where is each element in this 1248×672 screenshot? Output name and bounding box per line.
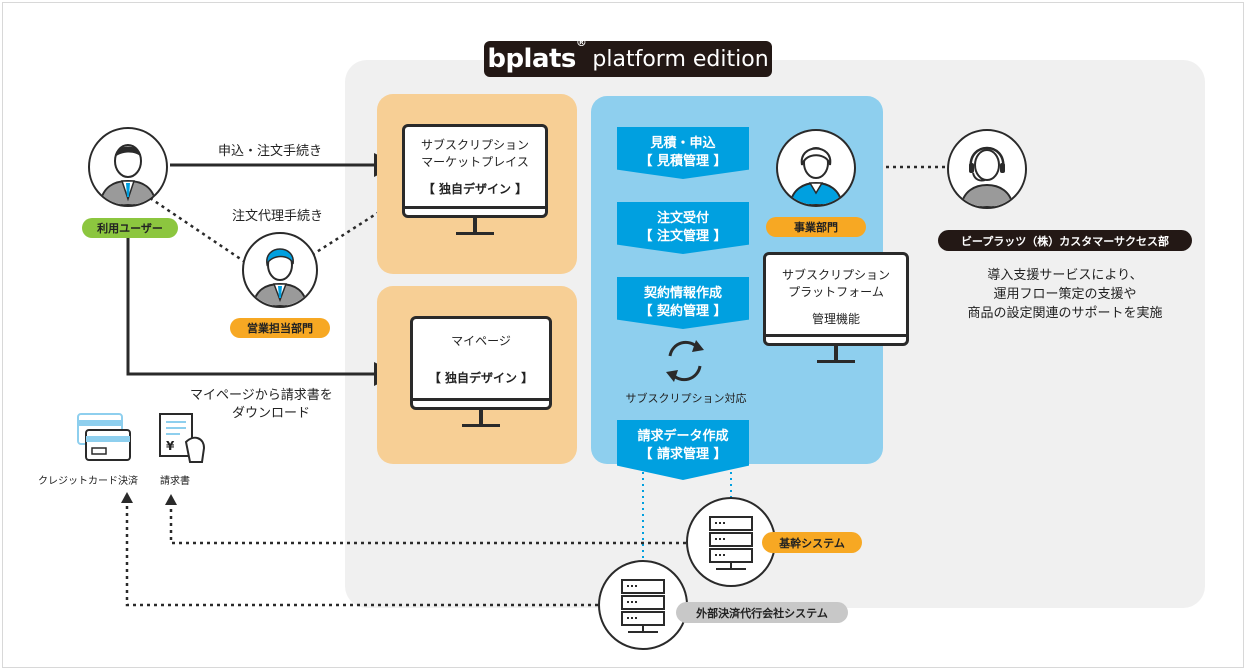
marketplace-title-line2: マーケットプレイス [421, 155, 529, 169]
external-to-card-dotted [125, 500, 598, 607]
server-icon [621, 579, 665, 633]
monitor-stand [479, 410, 483, 424]
contract-step-module: 【 契約管理 】 [639, 304, 727, 319]
billing-step-title: 請求データ作成 [637, 429, 729, 444]
marketplace-title-line1: サブスクリプション [420, 138, 529, 152]
mypage-arrow [126, 238, 398, 386]
order-step-module: 【 注文管理 】 [639, 229, 727, 244]
platform-monitor[interactable]: サブスクリプション プラットフォーム 管理機能 [763, 252, 909, 346]
platform-title-line2: プラットフォーム [788, 285, 884, 299]
invoice-label: 請求書 [160, 476, 190, 487]
businessman-icon [98, 144, 158, 205]
credit-card-icon [77, 413, 131, 461]
credit-card-label: クレジットカード決済 [38, 476, 138, 487]
marketplace-design-note: 【 独自デザイン 】 [422, 182, 528, 196]
cycle-label: サブスクリプション対応 [625, 392, 747, 405]
cs-description-line: 運用フロー策定の支援や [993, 287, 1137, 302]
salesperson-icon [251, 248, 309, 306]
contract-step[interactable]: 契約情報作成 【 契約管理 】 [617, 277, 749, 329]
platform-title-line1: サブスクリプション [781, 268, 890, 282]
businesswoman-icon [788, 147, 844, 205]
mypage-flow-label-line1: マイページから請求書を [190, 388, 333, 403]
core-system-circle [686, 497, 776, 587]
cs-label: ビープラッツ（株）カスタマーサクセス部 [938, 230, 1192, 251]
monitor-base [456, 232, 494, 235]
order-step-title: 注文受付 [656, 211, 709, 226]
logo-edition: platform edition [592, 46, 769, 72]
cs-description: 導入支援サービスにより、 運用フロー策定の支援や 商品の設定関連のサポートを実施 [938, 266, 1192, 323]
invoice-document-icon [159, 413, 206, 463]
platform-admin-note: 管理機能 [811, 312, 860, 326]
invoice-icon: ¥ [158, 412, 212, 468]
monitor-base [462, 424, 500, 427]
mypage-monitor[interactable]: マイページ 【 独自デザイン 】 [410, 316, 552, 410]
user-avatar [88, 127, 168, 207]
sales-label: 営業担当部門 [230, 318, 330, 338]
sales-avatar [242, 232, 318, 308]
monitor-bezel [413, 398, 549, 401]
core-system-label: 基幹システム [762, 532, 862, 553]
cycle-icon [666, 340, 704, 382]
support-operator-icon [959, 146, 1015, 207]
order-step[interactable]: 注文受付 【 注文管理 】 [617, 202, 749, 254]
monitor-base [817, 360, 855, 363]
invoice-arrowhead [165, 494, 177, 505]
external-system-label: 外部決済代行会社システム [676, 602, 848, 623]
monitor-stand [834, 346, 838, 360]
business-label: 事業部門 [766, 217, 866, 237]
monitor-bezel [766, 334, 906, 337]
mypage-flow-label-line2: ダウンロード [232, 406, 311, 421]
user-to-sales-dotted [149, 196, 246, 264]
core-to-invoice-dotted [169, 502, 686, 545]
estimate-step-module: 【 見積管理 】 [639, 154, 727, 169]
mypage-design-note: 【 独自デザイン 】 [428, 371, 534, 385]
user-label: 利用ユーザー [82, 218, 178, 238]
proxy-flow-label: 注文代理手続き [232, 209, 324, 224]
monitor-bezel [405, 206, 545, 209]
marketplace-monitor[interactable]: サブスクリプション マーケットプレイス 【 独自デザイン 】 [402, 124, 548, 218]
external-system-circle [598, 560, 688, 650]
logo-brand: bplats® [487, 36, 587, 74]
cs-avatar [947, 129, 1027, 209]
product-logo: bplats® platform edition [484, 36, 772, 77]
cs-description-line: 商品の設定関連のサポートを実施 [967, 306, 1163, 321]
yen-symbol: ¥ [166, 439, 175, 453]
card-arrowhead [121, 492, 133, 503]
billing-step-module: 【 請求管理 】 [639, 447, 727, 462]
monitor-stand [473, 218, 477, 232]
cs-description-line: 導入支援サービスにより、 [987, 268, 1143, 283]
billing-step[interactable]: 請求データ作成 【 請求管理 】 [617, 420, 749, 480]
server-icon [709, 516, 753, 570]
contract-step-title: 契約情報作成 [643, 286, 722, 301]
business-avatar [776, 129, 856, 207]
logo-registered-mark: ® [575, 36, 587, 49]
mypage-title: マイページ [451, 334, 511, 348]
apply-flow-label: 申込・注文手続き [218, 144, 323, 159]
estimate-step[interactable]: 見積・申込 【 見積管理 】 [617, 127, 749, 179]
estimate-step-title: 見積・申込 [650, 136, 716, 151]
